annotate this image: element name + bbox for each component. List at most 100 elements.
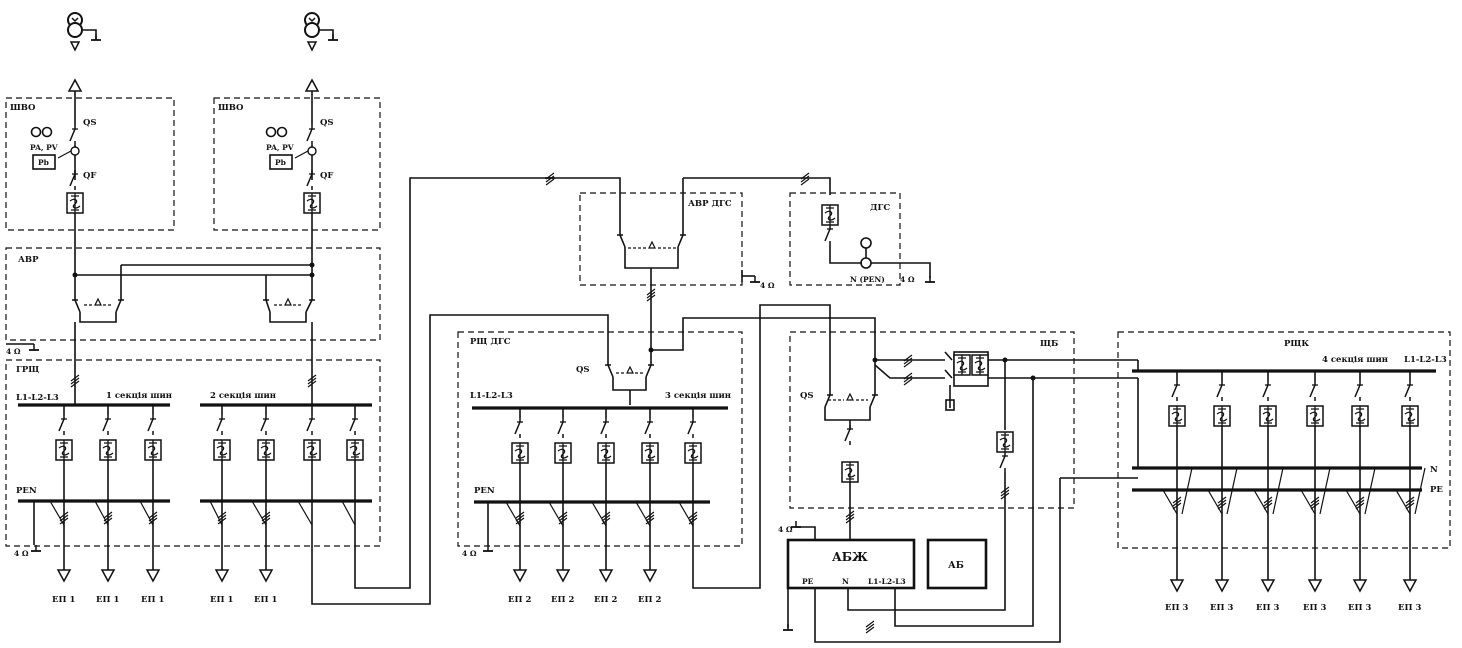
ground-icon — [924, 275, 936, 283]
load-icon — [1261, 579, 1275, 592]
load-icon — [57, 569, 71, 582]
sec4-label: 4 секція шин — [1322, 355, 1388, 365]
qf-label-1: QF — [83, 171, 96, 181]
shvo-panel-2: ШВО QS QF PA, PV Pb — [213, 97, 381, 231]
ep3-label-c: ЕП 3 — [1256, 603, 1279, 613]
ep3-label-d: ЕП 3 — [1303, 603, 1326, 613]
ammeter-icon — [30, 126, 42, 138]
ep2-label-d: ЕП 2 — [638, 595, 661, 605]
l123-label-1: L1-L2-L3 — [16, 393, 59, 403]
load-icon — [1215, 579, 1229, 592]
ep3-label-e: ЕП 3 — [1348, 603, 1371, 613]
ohm-label-6: 4 Ω — [778, 525, 793, 534]
ep1-label-a: ЕП 1 — [52, 595, 75, 605]
qs-switch-2 — [306, 124, 316, 146]
load-icon — [146, 569, 160, 582]
ohm-label-1: 4 Ω — [6, 347, 21, 356]
load-icon — [556, 569, 570, 582]
rsh-dgs-panel: РЩ ДГС QS L1-L2-L3 3 секція шин PEN 4 Ω — [457, 304, 831, 589]
l123-label-2: L1-L2-L3 — [470, 391, 513, 401]
load-icon — [599, 569, 613, 582]
circuit-breaker-icon — [996, 431, 1014, 453]
circuit-breaker-icon — [841, 461, 859, 483]
ground-icon — [28, 343, 40, 351]
sec3-label: 3 секція шин — [665, 391, 731, 401]
circuit-breaker-icon — [66, 192, 84, 214]
ep1-label-c: ЕП 1 — [141, 595, 164, 605]
ground-icon — [749, 275, 761, 283]
shvo-label-2: ШВО — [218, 103, 244, 113]
ohm-label-2: 4 Ω — [14, 549, 29, 558]
pa-pv-label-1: PA, PV — [30, 143, 58, 152]
ground-icon — [90, 33, 102, 41]
transformer-icon — [67, 12, 83, 51]
ep2-label-c: ЕП 2 — [594, 595, 617, 605]
grsh-label: ГРЩ — [16, 365, 39, 375]
shb-label: ЩБ — [1040, 339, 1058, 349]
qs-label-1: QS — [83, 118, 97, 128]
grsh-panel: ГРЩ L1-L2-L3 1 секція шин 2 секція шин P… — [5, 177, 621, 605]
shb-panel: ЩБ QS — [765, 317, 1138, 643]
ep3-label-b: ЕП 3 — [1210, 603, 1233, 613]
n-label-rshk: N — [1430, 465, 1438, 475]
avr-dgs-panel: АВР ДГС 4 Ω — [579, 172, 831, 350]
qs-label-4: QS — [800, 391, 814, 401]
load-icon — [259, 569, 273, 582]
ab-label: АБ — [948, 560, 964, 571]
dgs-panel: ДГС N (PEN) 4 Ω — [789, 192, 936, 286]
rshk-label: РЩК — [1284, 339, 1309, 349]
load-icon — [1170, 579, 1184, 592]
ammeter-icon — [265, 126, 277, 138]
ab-box: АБ — [926, 538, 988, 590]
pb-label-1: Pb — [38, 158, 49, 167]
pe-label: PE — [802, 577, 814, 586]
ep1-label-e: ЕП 1 — [254, 595, 277, 605]
transformer-icon — [304, 12, 320, 51]
n-pen-label: N (PEN) — [850, 275, 885, 284]
feeder-2 — [294, 12, 339, 290]
ep3-label-a: ЕП 3 — [1165, 603, 1188, 613]
circuit-breaker-icon — [303, 192, 321, 214]
ohm-label-3: 4 Ω — [760, 281, 775, 290]
ep1-label-d: ЕП 1 — [210, 595, 233, 605]
avr-label: АВР — [18, 255, 39, 265]
pa-pv-label-2: PA, PV — [266, 143, 294, 152]
abzh-label: АБЖ — [832, 550, 868, 564]
pen-label-1: PEN — [16, 486, 37, 496]
ohm-label-5: 4 Ω — [462, 549, 477, 558]
ep2-label-a: ЕП 2 — [508, 595, 531, 605]
abzh-box: АБЖ PE N L1-L2-L3 4 Ω — [778, 520, 916, 631]
l123-label-3: L1-L2-L3 — [1404, 355, 1447, 365]
qs-label-2: QS — [320, 118, 334, 128]
loads-ep3: ЕП 3 ЕП 3 ЕП 3 ЕП 3 ЕП 3 ЕП 3 — [1165, 579, 1421, 613]
sec1-label: 1 секція шин — [106, 391, 172, 401]
voltmeter-icon — [276, 126, 288, 138]
generator-icon — [860, 237, 872, 249]
loads-ep2: ЕП 2 ЕП 2 ЕП 2 ЕП 2 — [508, 569, 661, 605]
load-icon — [643, 569, 657, 582]
pen-label-2: PEN — [474, 486, 495, 496]
ground-icon — [327, 33, 339, 41]
rsh-dgs-label: РЩ ДГС — [470, 337, 511, 347]
n-label-abzh: N — [842, 577, 849, 586]
sec2-label: 2 секція шин — [210, 391, 276, 401]
rshk-panel: РЩК 4 секція шин L1-L2-L3 N PE — [1117, 331, 1451, 580]
shvo-panel-1: ШВО QS QF PA, PV Pb — [5, 97, 175, 231]
qs-switch-1 — [69, 124, 79, 146]
circuit-breaker-icon — [821, 204, 839, 226]
qf-label-2: QF — [320, 171, 333, 181]
ground-icon — [782, 623, 794, 631]
loads-ep1: ЕП 1 ЕП 1 ЕП 1 ЕП 1 ЕП 1 — [52, 569, 277, 605]
load-icon — [215, 569, 229, 582]
load-icon — [1308, 579, 1322, 592]
qs-label-3: QS — [576, 365, 590, 375]
l123-label-abzh: L1-L2-L3 — [868, 577, 906, 586]
voltmeter-icon — [41, 126, 53, 138]
shvo-label-1: ШВО — [10, 103, 36, 113]
pe-label-rshk: PE — [1430, 485, 1443, 495]
avr-dgs-label: АВР ДГС — [688, 199, 732, 209]
pb-label-2: Pb — [275, 158, 286, 167]
load-icon — [1403, 579, 1417, 592]
ep2-label-b: ЕП 2 — [551, 595, 574, 605]
